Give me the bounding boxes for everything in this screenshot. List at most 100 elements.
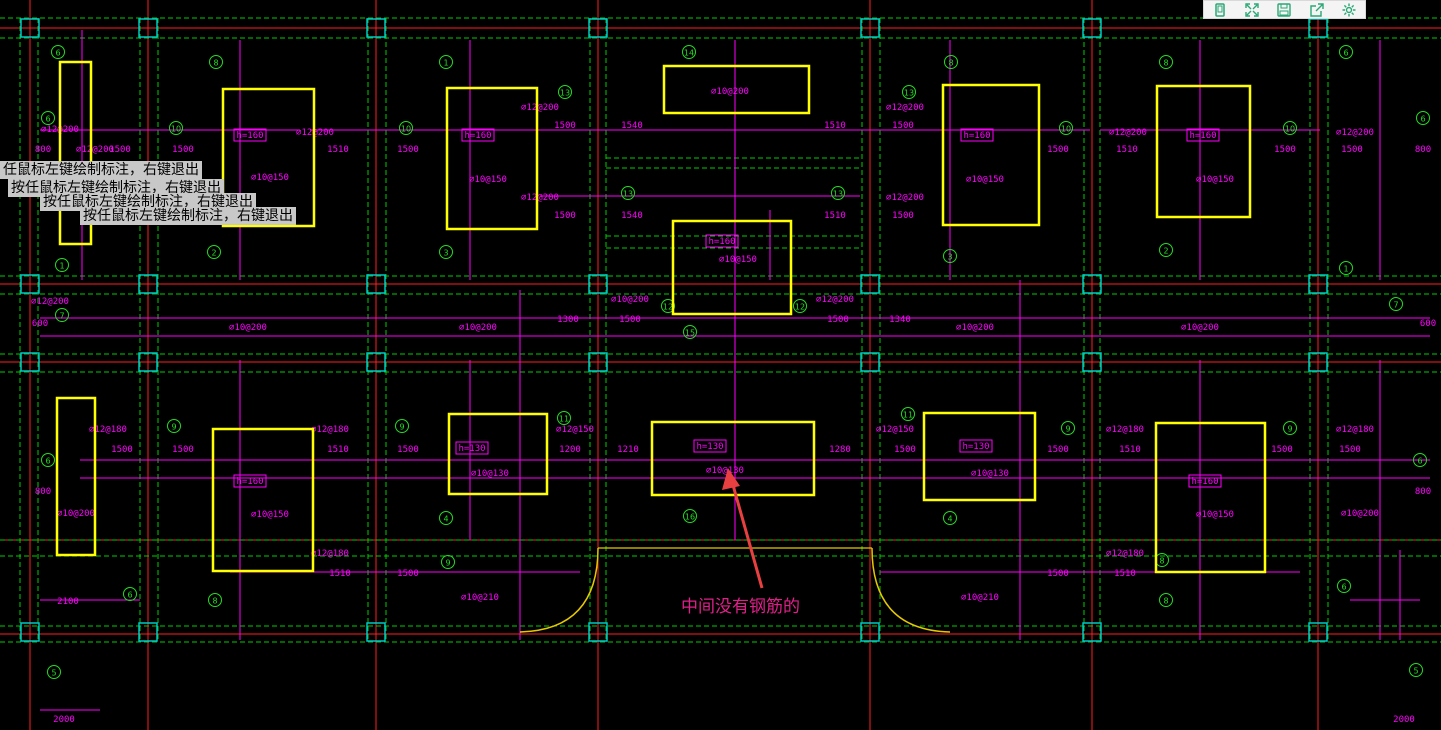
rebar-mark-number: 13 <box>904 89 914 98</box>
slab-label-box <box>959 439 993 453</box>
rebar-spec-label: ⌀10@150 <box>251 173 289 183</box>
highlight-box <box>922 411 1037 502</box>
rebar-mark-circle <box>558 85 572 99</box>
dimension-label: 1500 <box>554 211 576 221</box>
rebar-mark-number: 10 <box>401 125 411 134</box>
dimension-label: 1540 <box>621 211 643 221</box>
rebar-mark-circle <box>51 45 65 59</box>
rebar-mark-circle <box>683 509 697 523</box>
dimension-label: ⌀12@180 <box>89 425 127 435</box>
rebar-mark-circle <box>209 55 223 69</box>
settings-button[interactable] <box>1338 1 1360 18</box>
dimension-label: 1540 <box>621 121 643 131</box>
rebar-mark-number: 13 <box>560 89 570 98</box>
dimension-label: ⌀12@200 <box>1336 128 1374 138</box>
rebar-mark-circle <box>167 419 181 433</box>
column <box>860 18 880 38</box>
rebar-mark-number: 10 <box>1061 125 1071 134</box>
dimension-label: ⌀12@180 <box>1106 549 1144 559</box>
rebar-mark-circle <box>439 511 453 525</box>
dimension-label: ⌀10@200 <box>57 509 95 519</box>
rebar-mark-circle <box>41 453 55 467</box>
highlight-box <box>58 60 93 246</box>
column <box>20 352 40 372</box>
dimension-label: 1510 <box>1119 445 1141 455</box>
dimension-label: 1500 <box>892 121 914 131</box>
rebar-mark-circle <box>1339 261 1353 275</box>
slab-label-box <box>455 441 489 455</box>
rebar-mark-circle <box>831 186 845 200</box>
rebar-mark-circle <box>944 55 958 69</box>
highlight-box <box>650 420 816 497</box>
dimension-label: 1500 <box>1047 145 1069 155</box>
rebar-mark-circle <box>395 419 409 433</box>
rebar-mark-number: 8 <box>948 59 953 68</box>
slab-thickness-label: h=160 <box>236 131 263 141</box>
dimension-label: ⌀10@200 <box>459 323 497 333</box>
rebar-mark-circle <box>1416 111 1430 125</box>
rebar-mark-number: 9 <box>445 559 450 568</box>
dimension-label: ⌀10@200 <box>229 323 267 333</box>
dimension-label: 1500 <box>172 145 194 155</box>
dimension-label: ⌀12@200 <box>886 193 924 203</box>
highlight-box <box>221 87 316 228</box>
dimension-label: ⌀10@200 <box>956 323 994 333</box>
entrance-arcs <box>519 547 951 633</box>
rebar-mark-number: 6 <box>1341 583 1346 592</box>
dimension-label: ⌀12@180 <box>1336 425 1374 435</box>
annotation-arrow <box>722 468 764 589</box>
slab-label-box <box>1188 474 1222 488</box>
rebar-mark-number: 6 <box>127 591 132 600</box>
dimension-label: 1210 <box>617 445 639 455</box>
rebar-mark-circle <box>943 249 957 263</box>
rebar-mark-number: 13 <box>833 190 843 199</box>
rebar-mark-circle <box>557 411 571 425</box>
rebar-mark-number: 8 <box>1163 59 1168 68</box>
dimension-label: 1500 <box>109 145 131 155</box>
column <box>860 622 880 642</box>
rebar-mark-number: 1 <box>443 59 448 68</box>
dimension-label: 1280 <box>829 445 851 455</box>
slab-thickness-label: h=160 <box>963 131 990 141</box>
rebar-mark-number: 2 <box>1163 247 1168 256</box>
column <box>588 622 608 642</box>
column <box>1308 352 1328 372</box>
share-icon <box>1309 2 1324 17</box>
rebar-mark-number: 6 <box>1417 457 1422 466</box>
slab-label-box <box>461 128 495 142</box>
dimension-label: 1510 <box>327 145 349 155</box>
rebar-mark-number: 11 <box>903 411 913 420</box>
rebar-mark-number: 15 <box>685 329 695 338</box>
rebar-mark-circle <box>661 299 675 313</box>
highlight-box <box>447 412 549 496</box>
rebar-mark-circle <box>1283 421 1297 435</box>
mobile-view-button[interactable] <box>1209 1 1231 18</box>
column <box>366 352 386 372</box>
rebar-mark-number: 3 <box>443 249 448 258</box>
rebar-mark-number: 8 <box>1163 597 1168 606</box>
slab-label-box <box>960 128 994 142</box>
rebar-mark-number: 4 <box>443 515 448 524</box>
dimension-label: 1510 <box>1114 569 1136 579</box>
fullscreen-button[interactable] <box>1241 1 1263 18</box>
save-button[interactable] <box>1273 1 1295 18</box>
phone-icon <box>1215 2 1225 17</box>
hint-tooltip-1: 任鼠标左键绘制标注，右键退出 <box>0 161 202 179</box>
highlight-box <box>662 64 811 115</box>
rebar-mark-circle <box>1059 121 1073 135</box>
dimension-label: 1500 <box>397 145 419 155</box>
share-button[interactable] <box>1306 1 1328 18</box>
column <box>366 274 386 294</box>
rebar-mark-number: 16 <box>685 513 695 522</box>
rebar-mark-circle <box>1339 45 1353 59</box>
rebar-mark-number: 8 <box>1159 557 1164 566</box>
column <box>860 352 880 372</box>
rebar-mark-circle <box>1159 243 1173 257</box>
rebar-mark-number: 1 <box>59 262 64 271</box>
slab-thickness-label: h=160 <box>1189 131 1216 141</box>
rebar-mark-circle <box>439 55 453 69</box>
highlight-box <box>211 427 315 573</box>
column <box>1308 18 1328 38</box>
rebar-mark-number: 6 <box>1343 49 1348 58</box>
